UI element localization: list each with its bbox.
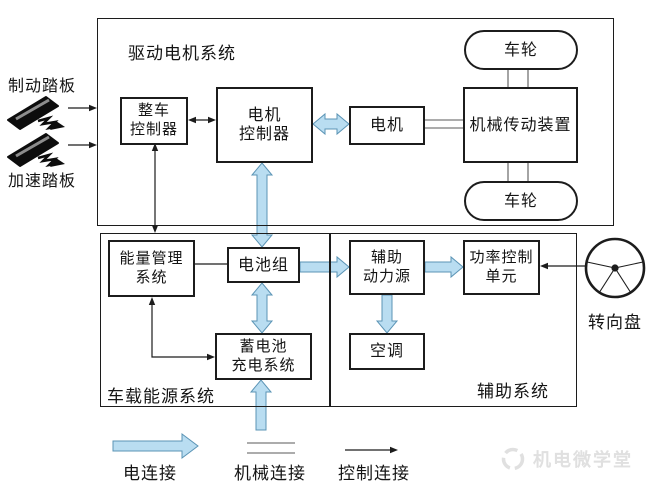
accel-pedal-icon xyxy=(7,133,65,167)
head-powercontrol-left xyxy=(540,262,548,270)
onboard-energy-system-box: 车载能源系统 xyxy=(100,233,330,407)
arrow-charging-input xyxy=(249,379,273,431)
drive-system-title: 驱动电机系统 xyxy=(128,44,236,63)
head-vcu-left xyxy=(188,116,196,124)
arrow-auxpower-ac xyxy=(375,294,399,334)
block-power-control: 功率控制 单元 xyxy=(463,240,540,295)
legend-mechanical-label: 机械连接 xyxy=(234,464,306,483)
steering-wheel-icon xyxy=(584,237,646,299)
brake-pedal-label: 制动踏板 xyxy=(8,78,77,95)
block-wheel-bottom: 车轮 xyxy=(464,181,578,221)
head-mcu-right xyxy=(208,116,216,124)
head-accel-input xyxy=(89,141,97,149)
block-aux-power: 辅助 动力源 xyxy=(349,240,425,295)
head-charger-right xyxy=(207,353,215,361)
watermark: 机电微学堂 xyxy=(500,446,633,472)
head-ems-up xyxy=(148,297,156,305)
watermark-text: 机电微学堂 xyxy=(533,450,633,470)
arrow-battery-auxpower xyxy=(299,255,350,279)
aux-system-title: 辅助系统 xyxy=(477,382,549,401)
legend-electric-arrow xyxy=(112,433,199,459)
head-vcu-up xyxy=(151,143,159,151)
electric-connections xyxy=(112,112,464,459)
brake-pedal-icon xyxy=(7,96,65,130)
legend-control-label: 控制连接 xyxy=(338,464,410,483)
legend-control-head xyxy=(390,446,398,454)
auxiliary-system-box: 辅助系统 xyxy=(330,233,577,407)
line-ems-charger xyxy=(151,300,211,358)
head-energy-down xyxy=(151,225,159,233)
arrow-auxpower-powercontrol xyxy=(424,255,464,279)
head-brake-input xyxy=(89,104,97,112)
block-battery-charging: 蓄电池 充电系统 xyxy=(215,333,312,380)
block-vehicle-controller: 整车 控制器 xyxy=(120,97,188,145)
accel-pedal-label: 加速踏板 xyxy=(8,173,77,190)
block-air-conditioner: 空调 xyxy=(349,333,425,370)
block-motor-controller: 电机 控制器 xyxy=(216,87,313,163)
energy-system-title: 车载能源系统 xyxy=(107,387,215,406)
block-wheel-top: 车轮 xyxy=(464,30,578,70)
watermark-logo-icon xyxy=(501,447,525,471)
block-battery-pack: 电池组 xyxy=(227,247,300,283)
block-motor: 电机 xyxy=(349,106,425,145)
control-connections xyxy=(68,104,585,454)
mechanical-connections xyxy=(247,70,529,454)
block-energy-management: 能量管理 系统 xyxy=(108,240,195,297)
legend-electric-label: 电连接 xyxy=(123,464,177,483)
block-transmission: 机械传动装置 xyxy=(463,87,578,163)
drive-motor-system-box: 驱动电机系统 xyxy=(97,18,614,226)
steering-wheel-label: 转向盘 xyxy=(588,313,642,332)
